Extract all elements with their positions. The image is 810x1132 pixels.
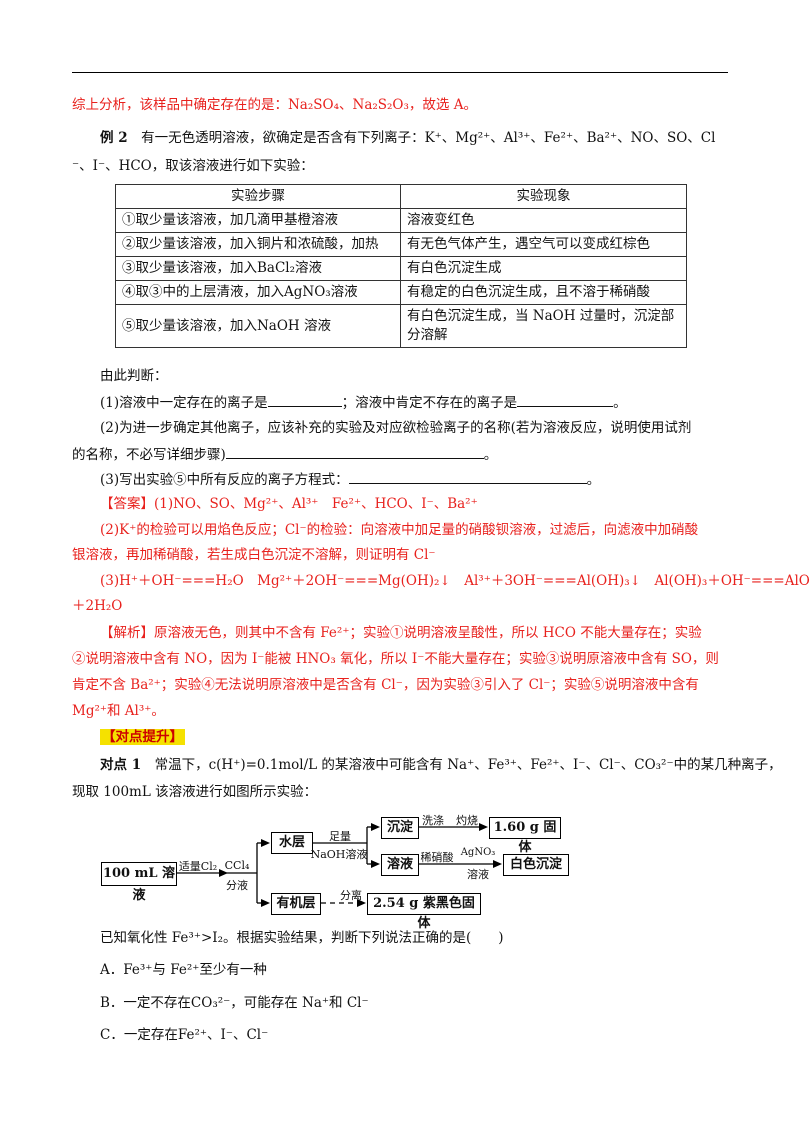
table-header: 实验步骤: [115, 184, 401, 209]
answer-3-line1: (3)H⁺＋OH⁻===H₂O Mg²⁺＋2OH⁻===Mg(OH)₂↓ Al³…: [100, 573, 810, 589]
table-cell: ④取③中的上层清液，加入AgNO₃溶液: [115, 280, 401, 305]
option-a[interactable]: A．Fe³⁺与 Fe²⁺至少有一种: [100, 962, 267, 978]
table-cell: 溶液变红色: [400, 208, 687, 233]
analysis-line1: 【解析】原溶液无色，则其中不含有 Fe²⁺；实验①说明溶液呈酸性，所以 HCO …: [100, 625, 702, 641]
question-2-line1: (2)为进一步确定其他离子，应该补充的实验及对应欲检验离子的名称(若为溶液反应，…: [100, 420, 692, 436]
separate-label: 分离: [340, 889, 362, 902]
analysis-line3: 肯定不含 Ba²⁺；实验④无法说明原溶液中是否含有 Cl⁻，因为实验③引入了 C…: [72, 677, 699, 693]
reagent-excess-label: 足量: [329, 830, 351, 843]
practice-text: 常温下，c(H⁺)=0.1mol/L 的某溶液中可能含有 Na⁺、Fe³⁺、Fe…: [154, 757, 782, 773]
organic-layer-box: 有机层: [271, 893, 321, 915]
example-question-2: ⁻、I⁻、HCO，取该溶液进行如下实验：: [72, 158, 314, 174]
option-c[interactable]: C．一定存在Fe²⁺、I⁻、Cl⁻: [100, 1027, 269, 1043]
table-cell: ①取少量该溶液，加几滴甲基橙溶液: [115, 208, 401, 233]
example2-line1: 例 2 有一无色透明溶液，欲确定是否含有下列离子：K⁺、Mg²⁺、Al³⁺、Fe…: [100, 128, 728, 148]
judge-label: 由此判断：: [100, 368, 168, 384]
solid-1-box: 1.60 g 固体: [489, 817, 561, 855]
practice1-line2: 现取 100mL 该溶液进行如图所示实验：: [72, 784, 318, 800]
q2-text: 的名称，不必写详细步骤): [72, 447, 226, 463]
table-cell: 有白色沉淀生成: [400, 256, 687, 281]
practice-label: 对点 1: [100, 757, 142, 773]
experiment-table: 实验步骤 实验现象 ①取少量该溶液，加几滴甲基橙溶液溶液变红色 ②取少量该溶液，…: [115, 184, 687, 348]
water-layer-box: 水层: [271, 832, 313, 854]
question-1: (1)溶液中一定存在的离子是 ；溶液中肯定不存在的离子是 。: [100, 392, 728, 413]
burn-label: 灼烧: [456, 814, 478, 827]
agno3-label: AgNO₃: [460, 847, 496, 858]
analysis-line2: ②说明溶液中含有 NO，因为 I⁻能被 HNO₃ 氧化，所以 I⁻不能大量存在；…: [72, 651, 719, 667]
answer-2-line2: 银溶液，再加稀硝酸，若生成白色沉淀不溶解，则证明有 Cl⁻: [72, 547, 436, 563]
option-b[interactable]: B．一定不存在CO₃²⁻，可能存在 Na⁺和 Cl⁻: [100, 995, 369, 1011]
known-condition: 已知氧化性 Fe³⁺>I₂。根据实验结果，判断下列说法正确的是( ): [100, 930, 504, 946]
q1-end: 。: [613, 395, 627, 411]
precipitate-box: 沉淀: [381, 817, 419, 839]
filtrate-box: 溶液: [381, 854, 419, 876]
analysis-line4: Mg²⁺和 Al³⁺。: [72, 703, 165, 719]
reagent-cl2-label: 适量Cl₂: [178, 860, 218, 873]
answer-3-line2: ＋2H₂O: [72, 598, 123, 614]
wash-label: 洗涤: [422, 814, 444, 827]
q1-text-2: ；溶液中肯定不存在的离子是: [341, 395, 518, 411]
table-cell: ③取少量该溶液，加入BaCl₂溶液: [115, 256, 401, 281]
section-title-row: 【对点提升】: [100, 727, 728, 747]
q2-end: 。: [483, 447, 498, 463]
section-title: 【对点提升】: [100, 729, 185, 745]
table-row: ③取少量该溶液，加入BaCl₂溶液有白色沉淀生成: [115, 256, 687, 281]
answer-blank[interactable]: [348, 469, 587, 484]
table-cell: 有无色气体产生，遇空气可以变成红棕色: [400, 232, 687, 257]
op-separation-label: 分液: [226, 879, 248, 892]
answer-blank[interactable]: [225, 444, 484, 459]
table-row: ②取少量该溶液，加入铜片和浓硫酸，加热有无色气体产生，遇空气可以变成红棕色: [115, 232, 687, 257]
agno3-solution-label: 溶液: [467, 868, 489, 881]
header-rule: [72, 72, 728, 73]
practice1-line1: 对点 1 常温下，c(H⁺)=0.1mol/L 的某溶液中可能含有 Na⁺、Fe…: [100, 755, 782, 775]
table-cell: ⑤取少量该溶液，加入NaOH 溶液: [115, 304, 401, 348]
table-row: ⑤取少量该溶液，加入NaOH 溶液有白色沉淀生成，当 NaOH 过量时，沉淀部分…: [115, 304, 687, 348]
table-cell: ②取少量该溶液，加入铜片和浓硫酸，加热: [115, 232, 401, 257]
table-row: ④取③中的上层清液，加入AgNO₃溶液有稳定的白色沉淀生成，且不溶于稀硝酸: [115, 280, 687, 305]
table-cell: 有稳定的白色沉淀生成，且不溶于稀硝酸: [400, 280, 687, 305]
question-2-line2: 的名称，不必写详细步骤) 。: [72, 444, 728, 465]
example-label: 例 2: [100, 130, 128, 146]
white-precipitate-box: 白色沉淀: [503, 854, 569, 876]
start-solution-box: 100 mL 溶液: [101, 862, 177, 903]
answer-blank[interactable]: [267, 392, 342, 407]
answer-2-line1: (2)K⁺的检验可以用焰色反应；Cl⁻的检验：向溶液中加足量的硝酸钡溶液，过滤后…: [100, 522, 699, 538]
reagent-naoh-label: NaOH溶液: [310, 848, 368, 861]
answer-1: 【答案】(1)NO、SO、Mg²⁺、Al³⁺ Fe²⁺、HCO、I⁻、Ba²⁺: [100, 496, 478, 512]
intro-conclusion: 综上分析，该样品中确定存在的是：Na₂SO₄、Na₂S₂O₃，故选 A。: [72, 97, 477, 113]
q1-text: (1)溶液中一定存在的离子是: [100, 395, 268, 411]
table-header-row: 实验步骤 实验现象: [115, 184, 687, 209]
question-3: (3)写出实验⑤中所有反应的离子方程式： 。: [100, 469, 728, 490]
nitric-acid-label: 稀硝酸: [420, 851, 454, 864]
q3-text: (3)写出实验⑤中所有反应的离子方程式：: [100, 472, 349, 488]
answer-blank[interactable]: [517, 392, 614, 407]
solid-2-box: 2.54 g 紫黑色固体: [367, 893, 481, 931]
reagent-ccl4-label: CCl₄: [224, 859, 250, 872]
table-row: ①取少量该溶液，加几滴甲基橙溶液溶液变红色: [115, 208, 687, 233]
table-cell-multiline: 有白色沉淀生成，当 NaOH 过量时，沉淀部分溶解: [400, 304, 687, 348]
example-question-1: 有一无色透明溶液，欲确定是否含有下列离子：K⁺、Mg²⁺、Al³⁺、Fe²⁺、B…: [141, 130, 716, 146]
q3-end: 。: [586, 472, 601, 488]
table-header: 实验现象: [400, 184, 687, 209]
